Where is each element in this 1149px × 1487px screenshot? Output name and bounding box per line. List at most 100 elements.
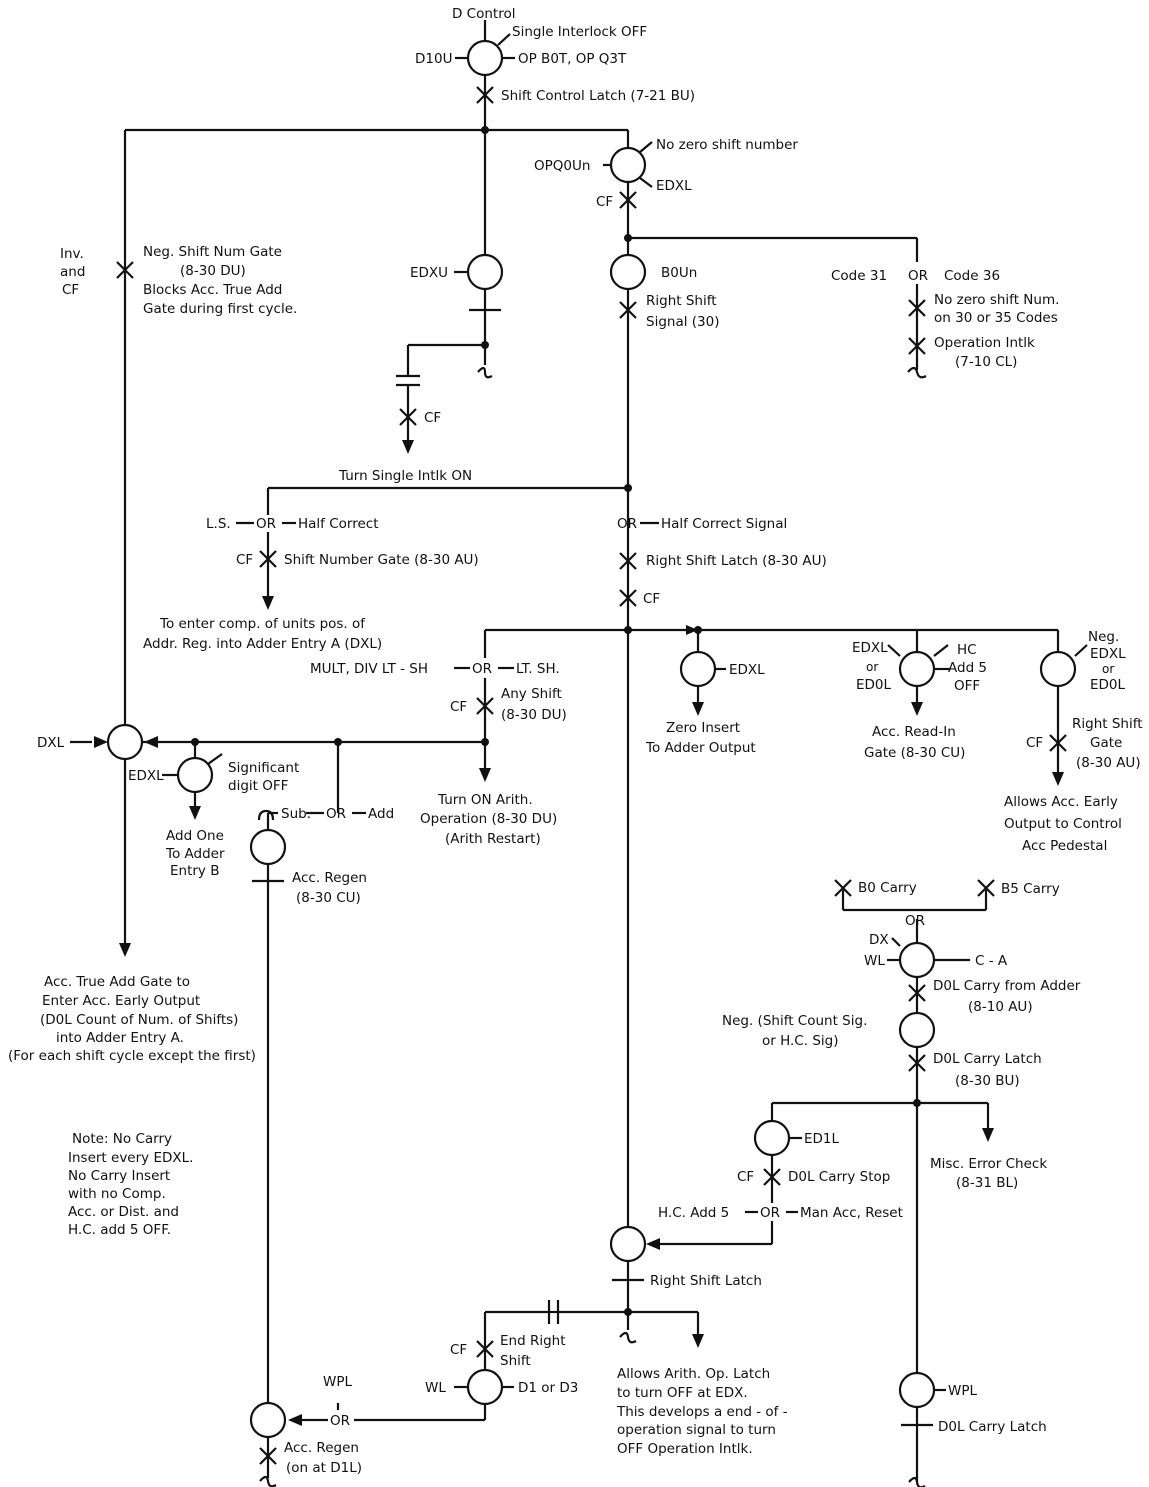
label-acc-true-add-4: into Adder Entry A. xyxy=(56,1030,184,1046)
label-d1-or-d3: D1 or D3 xyxy=(518,1380,578,1396)
label-operation-intlk-ref: (7-10 CL) xyxy=(955,354,1017,370)
label-d0l-carry-latch-ref: (8-30 BU) xyxy=(955,1073,1020,1089)
gate-b0un xyxy=(609,253,647,291)
gate-d10u xyxy=(466,39,504,77)
label-ed1l: ED1L xyxy=(804,1131,840,1147)
gate-acc-read-in xyxy=(898,650,936,688)
label-digit-off: digit OFF xyxy=(228,778,288,794)
x-neg-shift xyxy=(116,261,134,279)
label-code31: Code 31 xyxy=(831,268,887,284)
label-allows-3: This develops a end - of - xyxy=(616,1404,788,1420)
label-half-correct-signal: Half Correct Signal xyxy=(661,516,787,532)
junction-dots xyxy=(191,126,921,1316)
label-d10u: D10U xyxy=(415,51,452,67)
x-shift-control-latch xyxy=(476,86,494,104)
label-add-one: Add One xyxy=(166,828,224,844)
label-or-man: OR xyxy=(760,1205,780,1221)
label-gate-first-cycle: Gate during first cycle. xyxy=(143,301,297,317)
label-shift-control-latch: Shift Control Latch (7-21 BU) xyxy=(501,88,695,104)
label-no-zero-shift-number: No zero shift number xyxy=(656,137,798,153)
label-dxl: DXL xyxy=(37,735,65,751)
label-note-1: Note: No Carry xyxy=(72,1131,172,1147)
label-blocks-acc: Blocks Acc. True Add xyxy=(143,282,282,298)
label-lt-sh: LT. SH. xyxy=(516,661,560,677)
label-d0l-carry-adder: D0L Carry from Adder xyxy=(933,978,1081,994)
label-end-right: End Right xyxy=(500,1333,566,1349)
x-shift-number-gate xyxy=(259,550,277,568)
label-allows-2: to turn OFF at EDX. xyxy=(617,1385,748,1401)
label-shift: Shift xyxy=(500,1353,531,1369)
label-cf-left: CF xyxy=(62,282,79,298)
label-and: and xyxy=(60,264,85,280)
label-addr-reg: Addr. Reg. into Adder Entry A (DXL) xyxy=(143,636,382,652)
label-turn-single-intlk-on: Turn Single Intlk ON xyxy=(338,468,472,484)
label-b5-carry: B5 Carry xyxy=(1001,881,1060,897)
logic-gates xyxy=(106,39,1077,1439)
label-acc-regen-d1l-ref: (on at D1L) xyxy=(286,1460,362,1476)
cross-marks xyxy=(116,86,1067,1465)
label-or-hc-sig: or H.C. Sig) xyxy=(762,1033,838,1049)
label-to-adder-output: To Adder Output xyxy=(645,740,756,756)
x-carry-latch xyxy=(908,1054,926,1072)
label-inv: Inv. xyxy=(60,246,84,262)
gate-acc-regen-d1l xyxy=(249,1401,287,1439)
x-operation-intlk xyxy=(908,337,926,355)
label-misc-error-ref: (8-31 BL) xyxy=(956,1175,1018,1191)
label-operation-830du: Operation (8-30 DU) xyxy=(420,811,557,827)
label-note-2: Insert every EDXL. xyxy=(68,1150,193,1166)
label-arith-restart: (Arith Restart) xyxy=(445,831,541,847)
label-op-b0t-q3t: OP B0T, OP Q3T xyxy=(518,51,627,67)
label-cf-rsl: CF xyxy=(643,591,660,607)
circuit-wiring xyxy=(70,20,1088,1487)
label-to-enter-comp: To enter comp. of units pos. of xyxy=(159,616,366,632)
x-end-right-shift xyxy=(476,1340,494,1358)
label-half-correct: Half Correct xyxy=(298,516,379,532)
label-dx: DX xyxy=(869,932,889,948)
label-allows-acc-early: Allows Acc. Early xyxy=(1004,794,1118,810)
label-operation-intlk: Operation Intlk xyxy=(934,335,1035,351)
label-output-to-control: Output to Control xyxy=(1004,816,1122,832)
x-b5-carry xyxy=(977,879,995,897)
x-carry-from-adder xyxy=(908,984,926,1002)
label-entry-b: Entry B xyxy=(170,863,219,879)
label-signal-30: Signal (30) xyxy=(646,314,719,330)
label-cf-any: CF xyxy=(450,699,467,715)
label-right-shift-gate2: Gate xyxy=(1090,735,1122,751)
label-note-6: H.C. add 5 OFF. xyxy=(68,1222,171,1238)
label-or-mult: OR xyxy=(472,661,492,677)
label-acc-true-add-1: Acc. True Add Gate to xyxy=(44,974,190,990)
label-or-sub: OR xyxy=(326,806,346,822)
label-acc-true-add-3: (D0L Count of Num. of Shifts) xyxy=(40,1012,238,1028)
x-right-shift-signal xyxy=(619,301,637,319)
label-right-shift-latch-830: Right Shift Latch (8-30 AU) xyxy=(646,553,827,569)
gate-zero-insert xyxy=(679,650,717,688)
label-right-shift: Right Shift xyxy=(646,293,717,309)
label-edxl-neg: EDXL xyxy=(1090,646,1126,662)
gate-significant-digit xyxy=(176,756,214,794)
gate-carry-from-adder xyxy=(898,941,936,979)
label-any-shift: Any Shift xyxy=(501,686,562,702)
label-or-small-1: or xyxy=(866,660,878,674)
label-neg-shift-num-gate-ref: (8-30 DU) xyxy=(180,263,246,279)
label-edxl-sig: EDXL xyxy=(128,768,164,784)
label-single-interlock-off: Single Interlock OFF xyxy=(512,24,647,40)
label-shift-number-gate: Shift Number Gate (8-30 AU) xyxy=(284,552,479,568)
label-right-shift-gate: Right Shift xyxy=(1072,716,1143,732)
label-b0-carry: B0 Carry xyxy=(858,880,917,896)
label-edxl-top: EDXL xyxy=(656,178,692,194)
label-edxu: EDXU xyxy=(410,265,448,281)
x-cf-cap xyxy=(399,408,417,426)
label-or-codes: OR xyxy=(908,268,928,284)
label-c-a: C - A xyxy=(975,953,1008,969)
label-opq0un: OPQ0Un xyxy=(534,158,590,174)
gate-right-shift-latch xyxy=(609,1225,647,1263)
label-off: OFF xyxy=(954,678,980,694)
label-code36: Code 36 xyxy=(944,268,1000,284)
label-b0un: B0Un xyxy=(661,265,697,281)
label-wpl-right: WPL xyxy=(948,1383,977,1399)
gate-wpl xyxy=(898,1371,936,1409)
x-b0-carry xyxy=(834,879,852,897)
label-note-5: Acc. or Dist. and xyxy=(68,1204,179,1220)
label-d0l-carry-latch-bottom: D0L Carry Latch xyxy=(938,1419,1047,1435)
label-acc-true-add-2: Enter Acc. Early Output xyxy=(42,993,200,1009)
